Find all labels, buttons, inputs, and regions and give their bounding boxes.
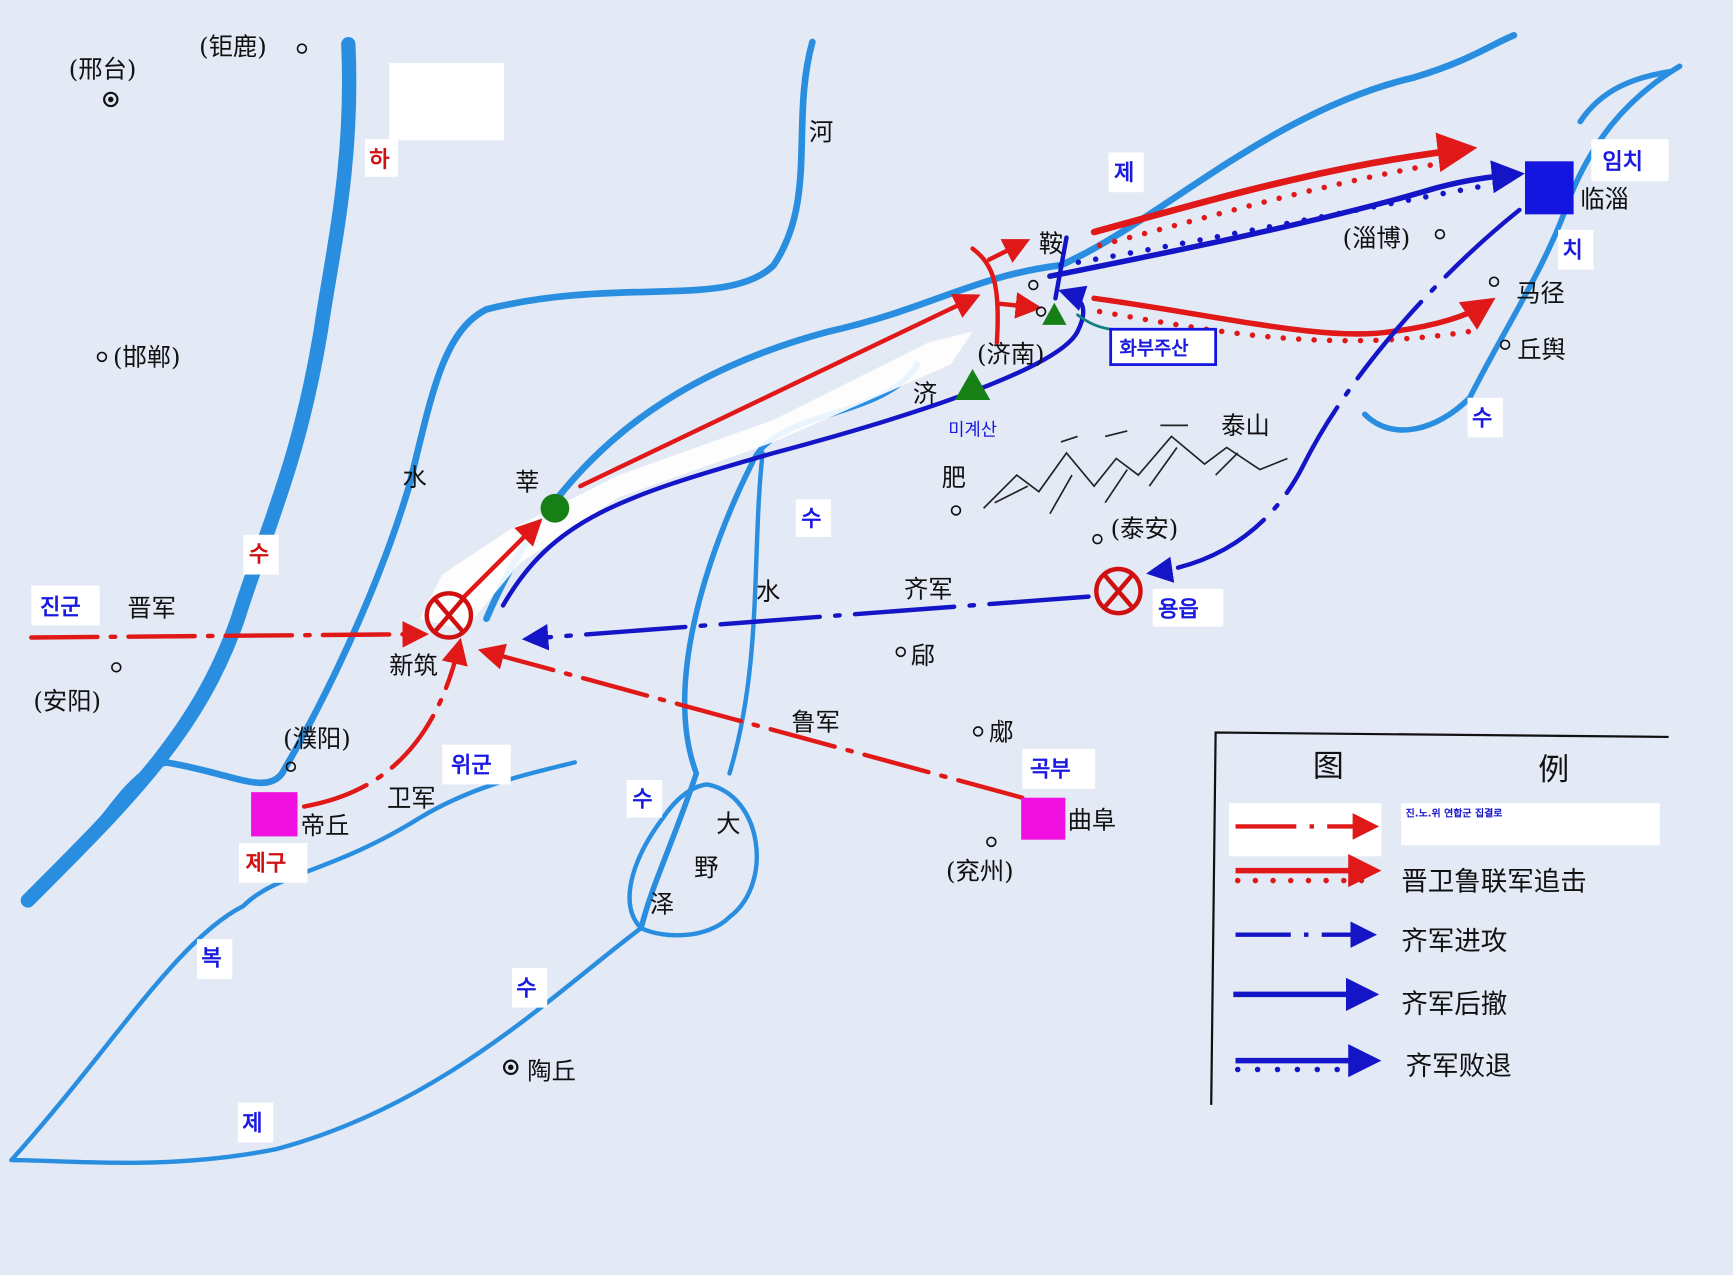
route-highlight <box>420 331 973 630</box>
label-bok: 복 <box>201 946 221 972</box>
label-puyang: (濮阳) <box>283 724 351 753</box>
label-je-2: 제 <box>242 1110 262 1136</box>
capital-diqiu <box>251 792 298 837</box>
label-qi-army: 齐军 <box>904 575 953 604</box>
label-xingtai: (邢台) <box>69 54 137 83</box>
label-diqiu: 帝丘 <box>301 811 350 840</box>
blank-patch <box>389 62 505 141</box>
label-wei-army-ko: 위군 <box>451 752 492 778</box>
label-taishan: 泰山 <box>1221 411 1270 440</box>
legend-label: 齐军败退 <box>1406 1051 1512 1082</box>
label-cheng: 郕 <box>989 717 1013 746</box>
markers <box>96 43 1574 1076</box>
legend-title-right: 例 <box>1538 752 1569 788</box>
label-jinan: (济南) <box>977 339 1045 368</box>
label-jegu: 제구 <box>246 851 287 877</box>
label-zibo: (淄博) <box>1343 223 1411 252</box>
legend-label: 齐军进攻 <box>1401 926 1507 957</box>
legend-item-qi-rout: 齐军败退 <box>1234 1044 1512 1082</box>
label-hou: 郈 <box>911 641 935 670</box>
label-su-3: 수 <box>1472 405 1492 431</box>
label-chi: 치 <box>1563 237 1583 263</box>
label-gokbu: 곡부 <box>1030 757 1071 783</box>
label-fei: 肥 <box>942 463 966 492</box>
label-su-2: 수 <box>632 787 652 813</box>
label-jin-army: 晋军 <box>127 594 176 623</box>
legend-item-qi-attack: 齐军进攻 <box>1235 921 1507 957</box>
river-labels: 하 河 水 수 济 수 水 수 제 치 수 복 수 제 大 野 泽 <box>196 117 1594 1143</box>
label-an: 鞍 <box>1039 229 1063 258</box>
label-hwabujusan: 화부주산 <box>1120 338 1189 360</box>
city-marker-xingtai <box>103 91 119 108</box>
label-su-red: 수 <box>249 541 269 567</box>
routes <box>29 132 1525 809</box>
label-handan: (邯郸) <box>113 343 181 372</box>
legend-title-left: 图 <box>1313 749 1344 785</box>
legend-label: 晋卫鲁联军追击 <box>1401 867 1587 898</box>
label-wei-army: 卫军 <box>387 784 436 813</box>
rivers <box>9 32 1683 1166</box>
taishan-mountains <box>983 424 1288 515</box>
label-xinzhu: 新筑 <box>389 651 438 680</box>
label-imchi: 임치 <box>1602 149 1643 175</box>
battle-site-longyi-icon <box>1094 566 1143 616</box>
label-ze: 泽 <box>650 890 674 919</box>
label-migyesan: 미계산 <box>948 419 997 440</box>
legend: 图 例 진.노.위 연합군 집결로 晋卫鲁联军追击 齐军进攻 齐军后撤 齐军败退 <box>1210 731 1669 1105</box>
label-lu-army: 鲁军 <box>791 707 840 736</box>
label-ji: 济 <box>913 379 937 408</box>
label-su-4: 수 <box>516 975 536 1001</box>
mount-hwabuju-icon <box>1042 302 1067 325</box>
legend-item-qi-retreat: 齐军后撤 <box>1233 977 1507 1020</box>
legend-label: 齐军后撤 <box>1401 989 1507 1020</box>
label-je-1: 제 <box>1114 160 1134 186</box>
label-shui-2: 水 <box>756 577 780 606</box>
label-taoqiu: 陶丘 <box>527 1056 576 1085</box>
mount-migye-icon <box>954 369 991 400</box>
label-ye: 野 <box>694 853 718 882</box>
label-da: 大 <box>716 809 740 838</box>
legend-item-allied-pursuit: 晋卫鲁联军追击 <box>1234 854 1587 898</box>
capital-qufu <box>1021 797 1066 840</box>
label-qufu: 曲阜 <box>1068 806 1117 835</box>
label-shui-1: 水 <box>402 463 426 492</box>
label-jin-army-ko: 진군 <box>40 594 81 620</box>
label-shen: 莘 <box>515 468 539 497</box>
label-he-zh: 河 <box>809 117 833 146</box>
label-linzi: 临淄 <box>1580 185 1629 214</box>
battle-site-xinzhu-icon <box>424 591 474 640</box>
label-qiuyu: 丘舆 <box>1517 335 1566 364</box>
shen-marker <box>540 493 570 523</box>
capital-linzi <box>1524 161 1574 215</box>
label-su-1: 수 <box>801 506 821 532</box>
label-julu: (钜鹿) <box>199 32 267 61</box>
legend-label: 진.노.위 연합군 집결로 <box>1406 806 1503 819</box>
label-yongeup: 용읍 <box>1158 597 1199 623</box>
army-labels: 진군 晋军 위군 卫军 鲁军 齐军 제구 곡부 임치 용읍 화부주산 미계산 <box>31 139 1669 883</box>
label-taian: (泰安) <box>1111 514 1179 543</box>
legend-item-allied-advance: 진.노.위 연합군 집결로 <box>1228 803 1660 857</box>
label-yanzhou: (兖州) <box>946 856 1014 885</box>
label-majing: 马径 <box>1516 279 1565 308</box>
place-labels: (邢台) (钜鹿) (邯郸) (安阳) (濮阳) 帝丘 新筑 莘 (济南) 鞍 … <box>33 32 1628 1085</box>
label-he-ko: 하 <box>369 147 390 173</box>
label-anyang: (安阳) <box>33 686 101 715</box>
